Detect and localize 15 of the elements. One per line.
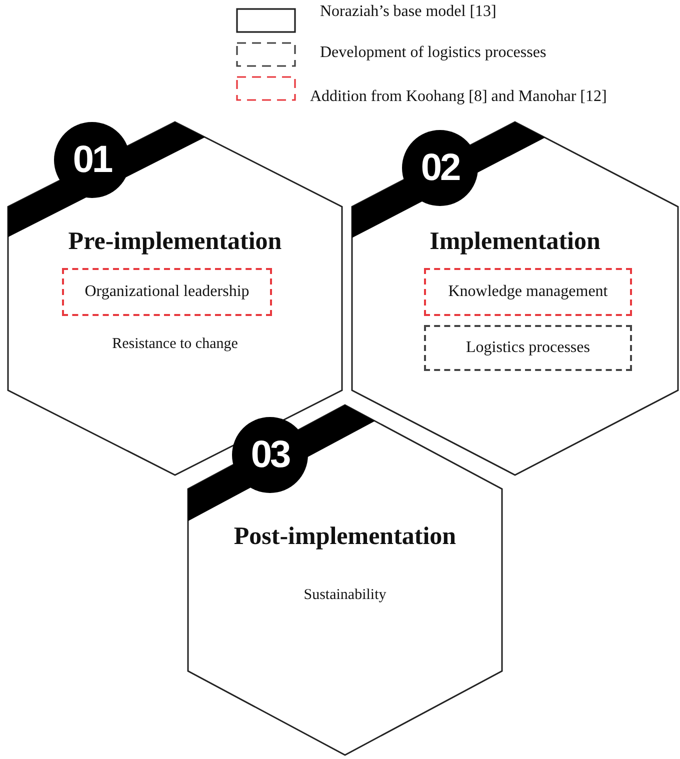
phase-title: Post-implementation xyxy=(234,523,456,551)
hexagon-panel xyxy=(8,122,342,475)
factor-box: Organizational leadership xyxy=(62,268,272,316)
phase-title: Implementation xyxy=(430,228,600,256)
legend-text: Noraziah’s base model [13] xyxy=(320,3,496,21)
factor-box: Logistics processes xyxy=(424,325,632,371)
legend-text: Addition from Koohang [8] and Manohar [12] xyxy=(310,88,607,106)
step-number-badge: 01 xyxy=(54,122,130,198)
hexagon-panel xyxy=(352,122,678,475)
factor-box: Knowledge management xyxy=(424,268,632,316)
legend-text: Development of logistics processes xyxy=(320,44,546,62)
phase-title: Pre-implementation xyxy=(68,228,282,256)
factor-text: Sustainability xyxy=(304,587,386,604)
factor-text: Resistance to change xyxy=(112,336,238,353)
hexagon-panel xyxy=(188,405,502,755)
